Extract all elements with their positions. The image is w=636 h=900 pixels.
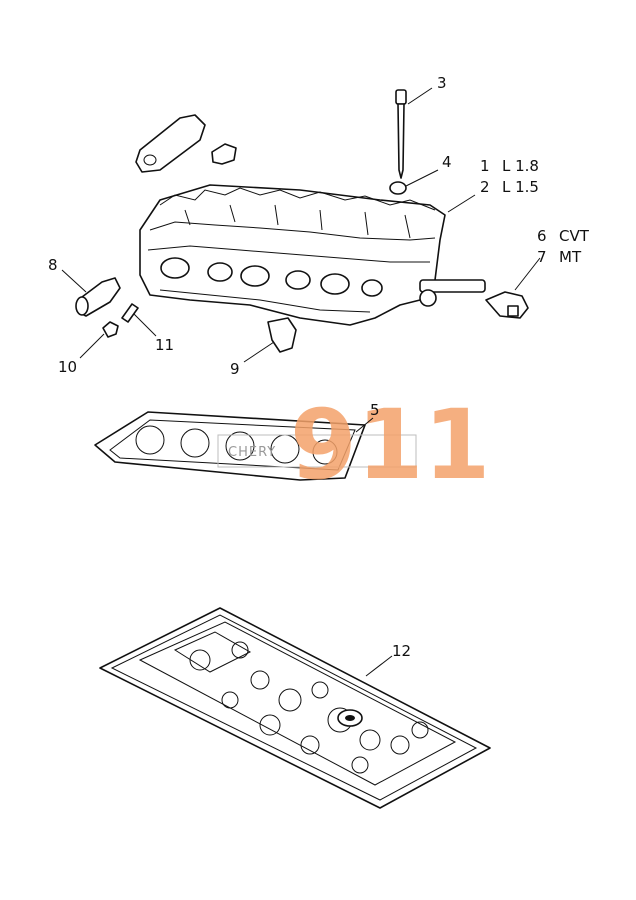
callout-2-text: L 1.5	[502, 178, 539, 196]
cylinder-head	[139, 184, 486, 326]
callout-8: 8	[48, 256, 58, 274]
callout-5: 5	[370, 401, 380, 419]
callout-3: 3	[437, 74, 447, 92]
leader-lines	[61, 87, 541, 677]
head-gasket	[94, 411, 366, 481]
sensor-plug	[75, 277, 121, 317]
cam-bearing-caps	[135, 114, 237, 173]
watermark: CHERY 911	[217, 389, 490, 501]
callout-1: 1	[480, 157, 490, 175]
callout-9: 9	[230, 360, 240, 378]
watermark-brand: CHERY	[228, 445, 276, 460]
callout-10: 10	[58, 358, 77, 376]
plug-nut	[102, 321, 119, 338]
bracket	[267, 317, 297, 353]
temperature-sensor	[485, 291, 529, 319]
callout-labels: 3 4 1 L 1.8 2 L 1.5 6 CVT 7 MT 8 11 10 9…	[48, 74, 590, 660]
callout-7: 7	[537, 248, 547, 266]
callout-11: 11	[155, 336, 174, 354]
head-bolt	[395, 89, 407, 179]
callout-1-text: L 1.8	[502, 157, 539, 175]
callout-7-text: MT	[559, 248, 582, 266]
dowel-pin	[121, 303, 139, 323]
callout-6: 6	[537, 227, 547, 245]
callout-4: 4	[442, 153, 452, 171]
callout-12: 12	[392, 642, 411, 660]
washer	[389, 181, 407, 195]
callout-2: 2	[480, 178, 490, 196]
watermark-number: 911	[290, 389, 490, 501]
gasket-kit	[99, 607, 491, 809]
callout-6-text: CVT	[559, 227, 590, 245]
